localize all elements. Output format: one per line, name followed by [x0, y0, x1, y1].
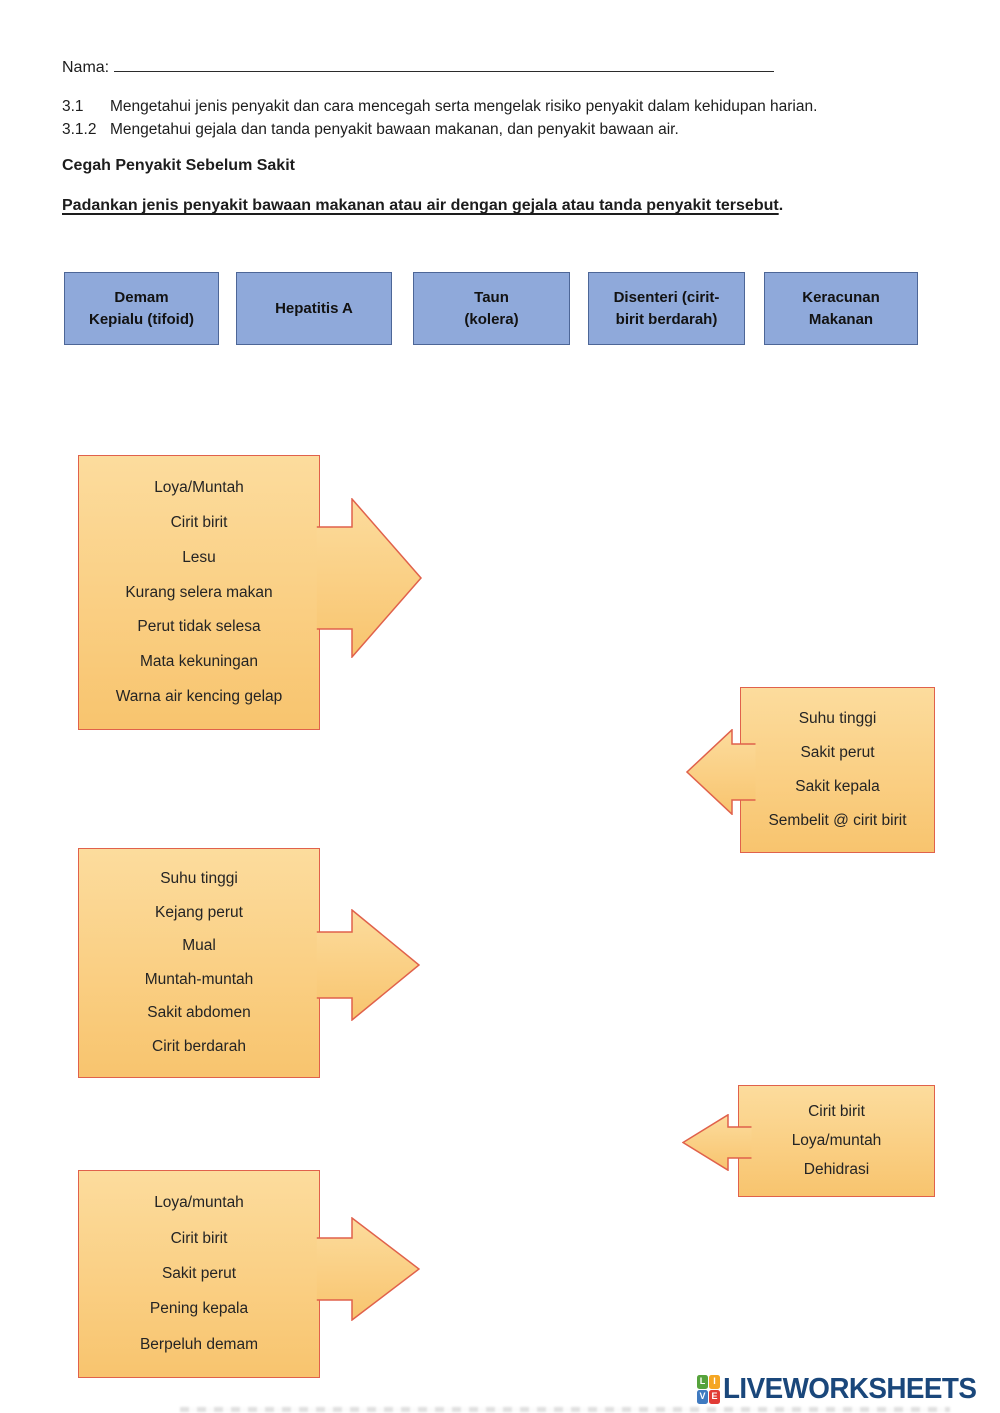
left-arrow-icon: [682, 1114, 752, 1171]
page-title: Cegah Penyakit Sebelum Sakit: [62, 157, 295, 174]
symptom-line: Mata kekuningan: [139, 653, 259, 671]
disease-label-line: birit berdarah): [615, 310, 718, 328]
symptom-card-taun[interactable]: Cirit birit Loya/muntah Dehidrasi: [738, 1085, 935, 1197]
symptom-line: Loya/muntah: [154, 1194, 244, 1212]
disease-label-line: Kepialu (tifoid): [89, 310, 194, 328]
symptom-line: Pening kepala: [149, 1300, 249, 1318]
name-input-line[interactable]: [114, 57, 775, 72]
symptom-card-disenteri[interactable]: Suhu tinggi Kejang perut Mual Muntah-mun…: [78, 848, 320, 1078]
name-field-row: Nama:: [62, 57, 775, 77]
objective-code: 3.1.2: [62, 121, 97, 138]
cutoff-text-fragment: [180, 1407, 950, 1412]
symptom-line: Sakit perut: [161, 1264, 237, 1282]
symptom-line: Sakit kepala: [795, 778, 880, 795]
instruction-underlined: Padankan jenis penyakit bawaan makanan a…: [62, 197, 779, 214]
right-arrow-icon: [316, 1217, 420, 1321]
symptom-line: Kejang perut: [155, 903, 243, 921]
objective-text: Mengetahui jenis penyakit dan cara mence…: [110, 98, 818, 115]
objective-text: Mengetahui gejala dan tanda penyakit baw…: [110, 121, 679, 138]
objective-line: 3.1 Mengetahui jenis penyakit dan cara me…: [62, 98, 817, 116]
disease-label-line: Taun: [474, 288, 509, 306]
symptom-line: Loya/Muntah: [154, 478, 244, 496]
symptom-line: Mual: [182, 937, 216, 955]
right-arrow-icon: [316, 909, 420, 1021]
disease-box-keracunan-makanan[interactable]: Keracunan Makanan: [764, 272, 918, 345]
name-label: Nama:: [62, 59, 110, 76]
symptom-card-hepatitis[interactable]: Loya/Muntah Cirit birit Lesu Kurang sele…: [78, 455, 320, 730]
disease-label-line: Disenteri (cirit-: [613, 288, 720, 306]
symptom-line: Cirit birit: [170, 513, 228, 531]
disease-box-disenteri[interactable]: Disenteri (cirit- birit berdarah): [588, 272, 745, 345]
logo-tile-l: L: [697, 1374, 708, 1389]
symptom-line: Lesu: [182, 548, 216, 566]
logo-tile-i: I: [709, 1374, 720, 1389]
disease-label-line: Demam: [114, 288, 169, 306]
disease-label-line: Keracunan: [802, 288, 880, 306]
disease-box-hepatitis-a[interactable]: Hepatitis A: [236, 272, 392, 345]
symptom-card-demam-kepialu[interactable]: Suhu tinggi Sakit perut Sakit kepala Sem…: [740, 687, 935, 853]
symptom-line: Suhu tinggi: [798, 710, 877, 727]
instruction-text: Padankan jenis penyakit bawaan makanan a…: [62, 197, 783, 215]
symptom-line: Berpeluh demam: [139, 1335, 259, 1353]
symptom-line: Sakit perut: [800, 744, 875, 761]
symptom-card-keracunan-makanan[interactable]: Loya/muntah Cirit birit Sakit perut Peni…: [78, 1170, 320, 1378]
symptom-line: Suhu tinggi: [160, 870, 238, 888]
left-arrow-icon: [686, 729, 756, 815]
symptom-line: Cirit birit: [170, 1229, 228, 1247]
symptom-line: Warna air kencing gelap: [115, 688, 283, 706]
objective-code: 3.1: [62, 98, 84, 115]
symptom-line: Sembelit @ cirit birit: [768, 812, 907, 829]
symptom-line: Cirit birit: [808, 1103, 865, 1120]
instruction-period: .: [778, 197, 784, 214]
liveworksheets-tiles-icon: L I V E: [697, 1374, 720, 1404]
logo-tile-v: V: [697, 1389, 708, 1404]
symptom-line: Perut tidak selesa: [137, 618, 261, 636]
logo-wordmark: LIVEWORKSHEETS: [723, 1373, 977, 1405]
right-arrow-icon: [316, 498, 422, 658]
disease-label-line: Makanan: [808, 310, 874, 328]
logo-tile-e: E: [709, 1389, 720, 1404]
symptom-line: Cirit berdarah: [152, 1037, 246, 1055]
symptom-line: Dehidrasi: [803, 1161, 870, 1178]
symptom-line: Sakit abdomen: [147, 1004, 251, 1022]
symptom-line: Kurang selera makan: [125, 583, 273, 601]
symptom-line: Muntah-muntah: [144, 970, 254, 988]
objective-line: 3.1.2 Mengetahui gejala dan tanda penyaki…: [62, 121, 679, 139]
symptom-line: Loya/muntah: [791, 1132, 882, 1149]
disease-box-taun-kolera[interactable]: Taun (kolera): [413, 272, 570, 345]
disease-label-line: (kolera): [464, 310, 519, 328]
liveworksheets-logo[interactable]: L I V E LIVEWORKSHEETS: [697, 1374, 987, 1404]
disease-box-demam-kepialu[interactable]: Demam Kepialu (tifoid): [64, 272, 219, 345]
disease-label-line: Hepatitis A: [275, 299, 353, 317]
